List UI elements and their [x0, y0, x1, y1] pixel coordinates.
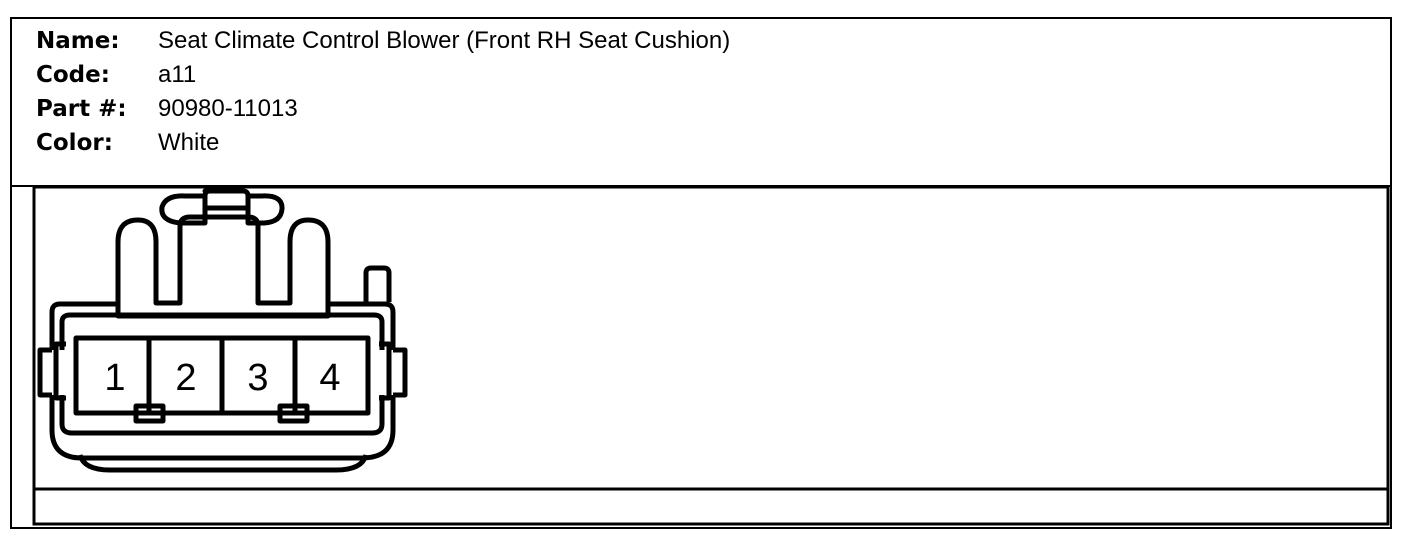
color-label: Color: — [36, 130, 113, 156]
latch-right-lobe — [245, 193, 285, 226]
connector-right-tab — [379, 341, 408, 401]
key-notch-left — [133, 403, 166, 424]
color-value: White — [158, 129, 220, 156]
latch-top-bar — [202, 188, 251, 211]
name-label: Name: — [36, 28, 120, 54]
code-label: Code: — [36, 62, 110, 88]
connector-inner-shell — [59, 312, 385, 436]
part-value: 90980-11013 — [158, 95, 298, 122]
pin-4-label: 4 — [319, 357, 340, 399]
key-notch-right — [277, 403, 310, 424]
name-value: Seat Climate Control Blower (Front RH Se… — [158, 27, 731, 54]
part-label: Part #: — [36, 96, 127, 122]
pin-1-label: 1 — [104, 357, 125, 399]
code-value: a11 — [158, 61, 197, 88]
pin-3-label: 3 — [247, 357, 268, 399]
connector-left-tab — [37, 341, 66, 401]
connector-right-post — [363, 265, 392, 302]
latch-left-lobe — [159, 193, 208, 226]
connector-upper-housing — [115, 214, 331, 316]
pin-2-label: 2 — [175, 357, 196, 399]
